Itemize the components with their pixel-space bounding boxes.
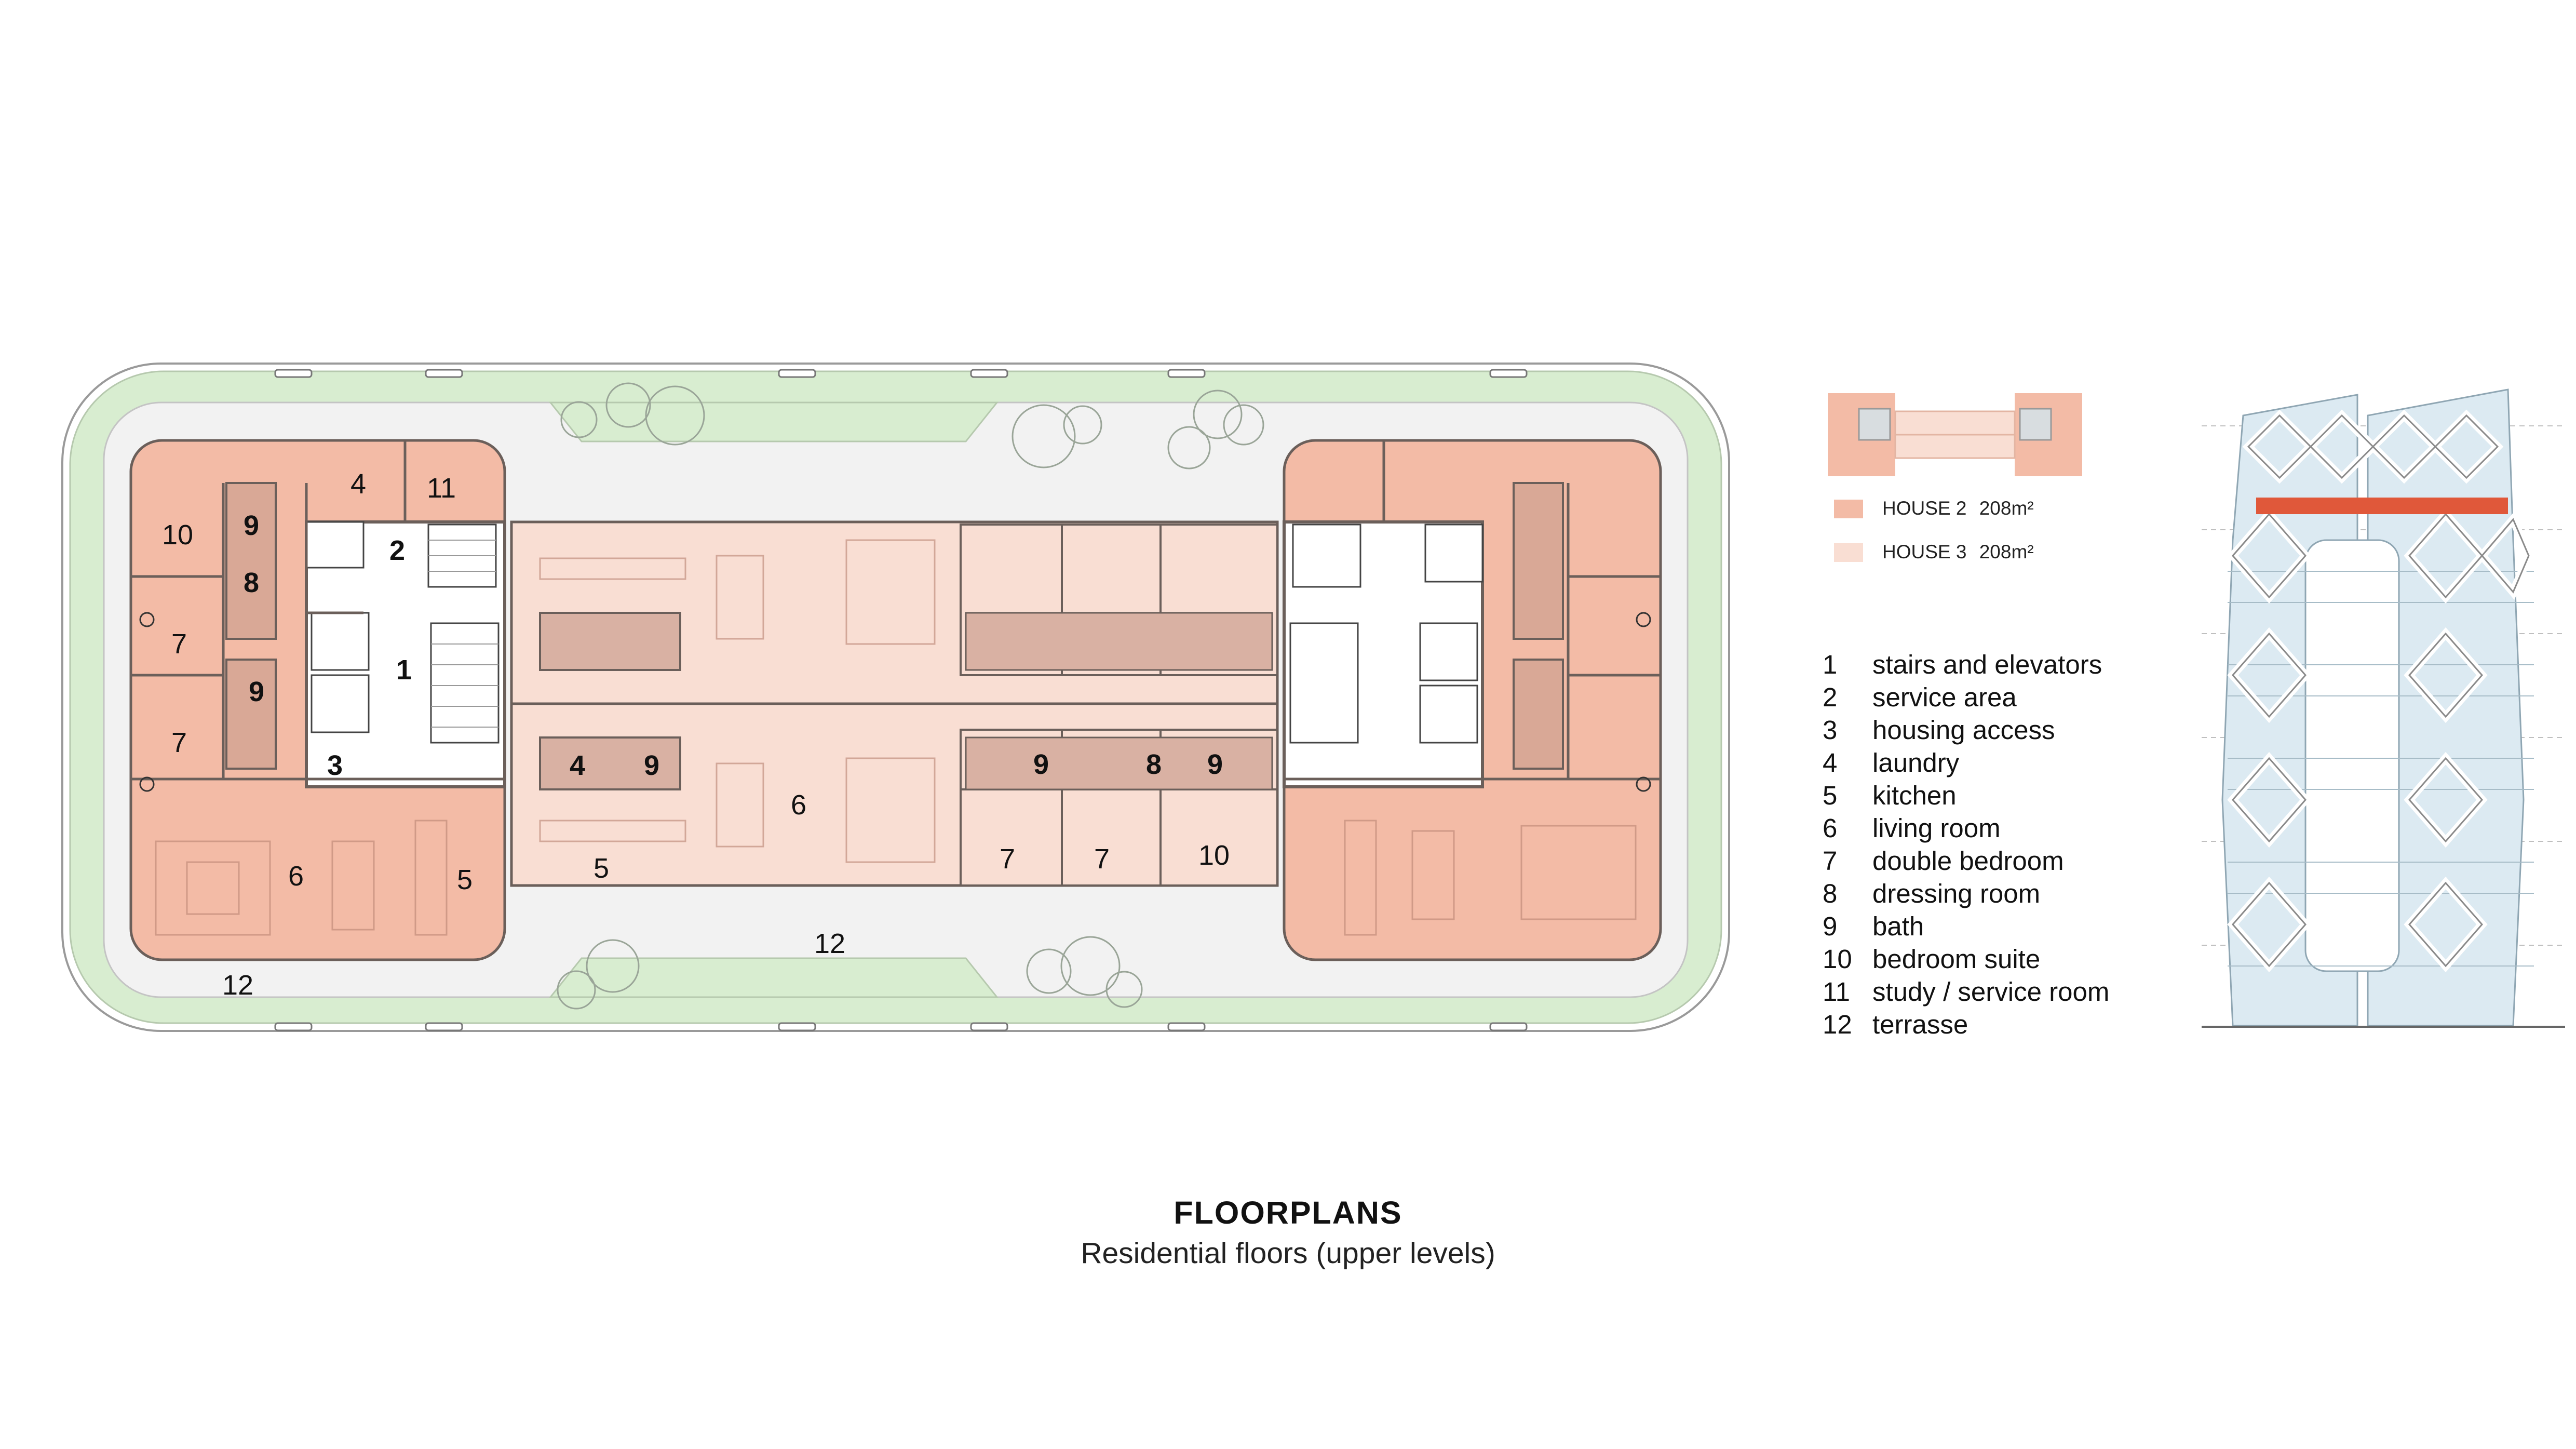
legend-item: 7 double bedroom — [1823, 846, 2064, 876]
facade-void-opening — [2304, 539, 2400, 972]
legend-item: 6 living room — [1823, 813, 2001, 843]
legend-text: terrasse — [1872, 1010, 1968, 1039]
house3-swatch — [1834, 543, 1863, 562]
caption-title: FLOORPLANS — [1174, 1195, 1402, 1230]
room-label: 10 — [1198, 840, 1230, 871]
legend-text: service area — [1872, 682, 2017, 712]
house2-area: 208m² — [1979, 498, 2034, 519]
left-apartment — [129, 439, 506, 961]
legend-text: bath — [1872, 911, 1924, 941]
house3-area: 208m² — [1979, 541, 2034, 562]
facade-columns — [274, 369, 1528, 1031]
room-label: 6 — [288, 861, 304, 892]
legend-number: 11 — [1823, 977, 1850, 1007]
legend-item: 2 service area — [1823, 682, 2017, 713]
room-label: 12 — [814, 928, 845, 959]
legend-number: 12 — [1823, 1010, 1852, 1039]
legend-number: 4 — [1823, 748, 1838, 777]
planter-bottom — [548, 957, 999, 998]
room-label: 4 — [350, 468, 366, 500]
legend-text: stairs and elevators — [1872, 650, 2102, 679]
legend-text: dressing room — [1872, 879, 2041, 908]
room-label: 5 — [594, 853, 609, 884]
room-label: 2 — [389, 535, 405, 566]
legend-text: bedroom suite — [1872, 944, 2041, 974]
right-apartment — [1283, 439, 1662, 961]
legend-text: housing access — [1872, 715, 2055, 745]
room-label: 1 — [396, 654, 412, 686]
room-label: 7 — [1094, 843, 1110, 875]
legend-number: 1 — [1823, 650, 1838, 679]
legend-number: 3 — [1823, 715, 1838, 745]
legend-item: 8 dressing room — [1823, 878, 2040, 909]
room-label: 12 — [222, 970, 253, 1001]
room-label: 9 — [644, 750, 659, 781]
room-label: 8 — [244, 567, 259, 598]
room-label: 9 — [1033, 749, 1049, 780]
room-label: 9 — [249, 676, 264, 707]
room-label: 9 — [244, 510, 259, 541]
tower-elevation — [2202, 388, 2565, 1028]
room-label: 11 — [427, 473, 456, 504]
house2-key-label: HOUSE 2 208m² — [1882, 498, 2034, 519]
middle-apartment — [510, 520, 1279, 887]
legend-number: 2 — [1823, 682, 1838, 712]
caption-subtitle: Residential floors (upper levels) — [1081, 1237, 1495, 1270]
legend-item: 5 kitchen — [1823, 780, 1957, 811]
legend-text: kitchen — [1872, 781, 1957, 810]
room-label: 4 — [570, 750, 585, 781]
legend-text: study / service room — [1872, 977, 2110, 1007]
legend-number: 7 — [1823, 846, 1838, 876]
legend-text: living room — [1872, 813, 2001, 843]
legend-item: 12 terrasse — [1823, 1009, 1968, 1040]
planter-top — [548, 401, 999, 442]
room-label: 10 — [162, 519, 193, 551]
room-label: 7 — [171, 727, 187, 758]
legend-number: 5 — [1823, 781, 1838, 810]
legend-number: 6 — [1823, 813, 1838, 843]
legend-text: double bedroom — [1872, 846, 2064, 876]
highlighted-floor-band — [2256, 498, 2508, 514]
legend-number: 9 — [1823, 911, 1838, 941]
room-label: 8 — [1146, 749, 1162, 780]
room-label: 5 — [457, 864, 473, 895]
tree-icons — [557, 382, 1264, 1010]
room-label: 6 — [791, 789, 806, 821]
house3-key-label: HOUSE 3 208m² — [1882, 541, 2034, 563]
room-label: 3 — [327, 750, 343, 781]
legend-item: 11 study / service room — [1823, 976, 2109, 1007]
legend-item: 3 housing access — [1823, 715, 2055, 745]
house3-label: HOUSE 3 — [1882, 541, 1967, 562]
legend-item: 9 bath — [1823, 911, 1924, 942]
house2-label: HOUSE 2 — [1882, 498, 1967, 519]
room-label: 7 — [171, 628, 187, 660]
room-label: 9 — [1207, 749, 1223, 780]
legend-item: 10 bedroom suite — [1823, 944, 2040, 974]
legend-text: laundry — [1872, 748, 1960, 777]
room-label: 7 — [1000, 843, 1015, 875]
floor-plan: 10 9 8 7 9 7 4 11 2 1 3 6 5 12 4 9 6 5 9… — [61, 363, 1730, 1032]
legend-number: 8 — [1823, 879, 1838, 908]
legend-item: 4 laundry — [1823, 747, 1959, 778]
legend-item: 1 stairs and elevators — [1823, 649, 2102, 680]
room-numbers: 10 9 8 7 9 7 4 11 2 1 3 6 5 12 4 9 6 5 9… — [162, 468, 1230, 1001]
house-key-diagram — [1828, 391, 2082, 479]
legend-number: 10 — [1823, 944, 1852, 974]
house2-swatch — [1834, 500, 1863, 518]
